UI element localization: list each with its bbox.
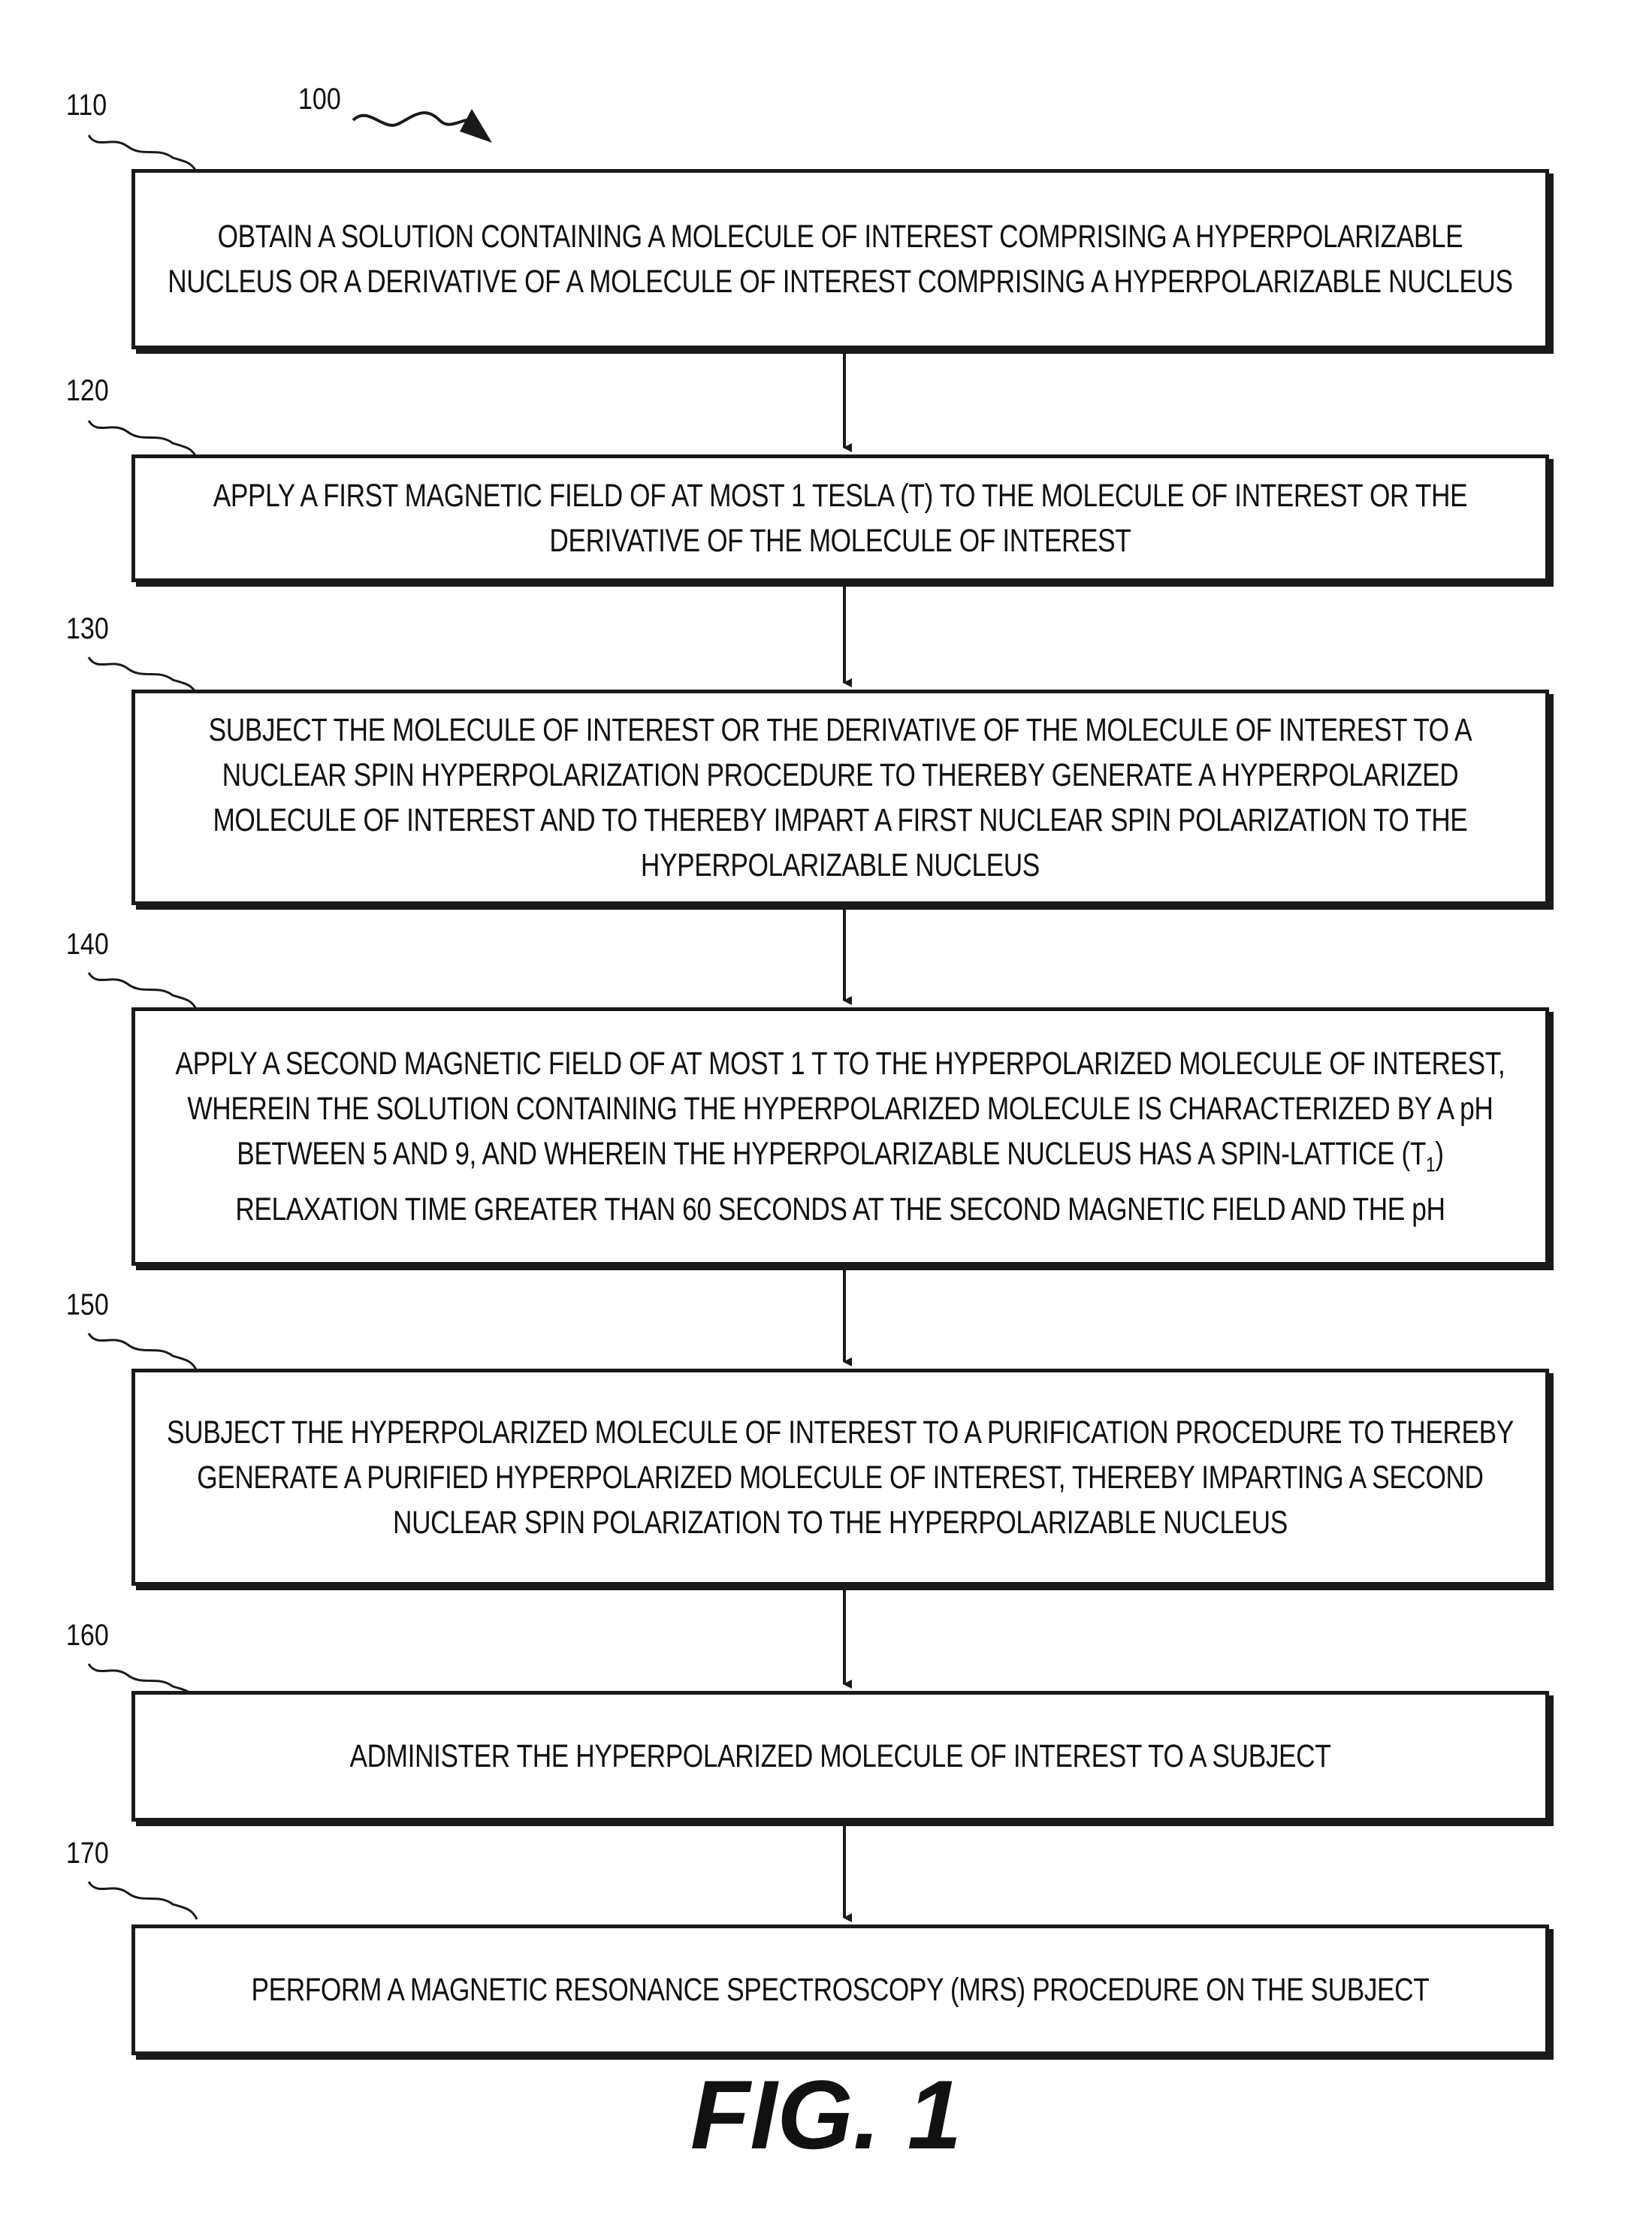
step-text-140-part-1: APPLY A SECOND MAGNETIC FIELD OF AT MOST… [175, 1045, 1506, 1172]
step-ref-170: 170 [66, 1837, 109, 1870]
step-text-110: OBTAIN A SOLUTION CONTAINING A MOLECULE … [168, 219, 1513, 300]
figure-reference-arrowhead [460, 109, 492, 143]
figure-label: FIG. 1 [690, 2060, 962, 2169]
step-ref-150: 150 [66, 1288, 109, 1321]
step-box-110: OBTAIN A SOLUTION CONTAINING A MOLECULE … [131, 169, 1549, 349]
step-ref-130: 130 [66, 612, 109, 645]
step-ref-140: 140 [66, 928, 109, 961]
leader-140 [87, 972, 198, 1011]
leader-170 [87, 1881, 198, 1920]
step-text-150: SUBJECT THE HYPERPOLARIZED MOLECULE OF I… [167, 1414, 1514, 1541]
step-box-170: PERFORM A MAGNETIC RESONANCE SPECTROSCOP… [131, 1925, 1549, 2055]
step-box-140: APPLY A SECOND MAGNETIC FIELD OF AT MOST… [131, 1007, 1549, 1266]
figure-reference-squiggle [352, 111, 478, 127]
step-box-120: APPLY A FIRST MAGNETIC FIELD OF AT MOST … [131, 454, 1549, 582]
step-ref-120: 120 [66, 374, 109, 407]
step-text-140: APPLY A SECOND MAGNETIC FIELD OF AT MOST… [158, 1041, 1522, 1233]
step-ref-160: 160 [66, 1619, 109, 1652]
figure-reference-number: 100 [298, 83, 341, 116]
step-box-160: ADMINISTER THE HYPERPOLARIZED MOLECULE O… [131, 1691, 1549, 1822]
leader-130 [87, 657, 198, 696]
step-box-150: SUBJECT THE HYPERPOLARIZED MOLECULE OF I… [131, 1369, 1549, 1586]
step-text-160: ADMINISTER THE HYPERPOLARIZED MOLECULE O… [349, 1738, 1331, 1774]
step-text-140-subscript: 1 [1426, 1152, 1436, 1176]
step-text-170: PERFORM A MAGNETIC RESONANCE SPECTROSCOP… [251, 1972, 1430, 2008]
step-text-120: APPLY A FIRST MAGNETIC FIELD OF AT MOST … [213, 478, 1468, 559]
step-box-130: SUBJECT THE MOLECULE OF INTEREST OR THE … [131, 690, 1549, 905]
leader-120 [87, 420, 198, 459]
leader-110 [87, 134, 198, 174]
leader-150 [87, 1333, 198, 1372]
step-text-130: SUBJECT THE MOLECULE OF INTEREST OR THE … [208, 711, 1472, 883]
leader-160 [87, 1663, 198, 1702]
step-text-140-part-2: ) RELAXATION TIME GREATER THAN 60 SECOND… [235, 1135, 1445, 1228]
step-ref-110: 110 [66, 89, 107, 122]
